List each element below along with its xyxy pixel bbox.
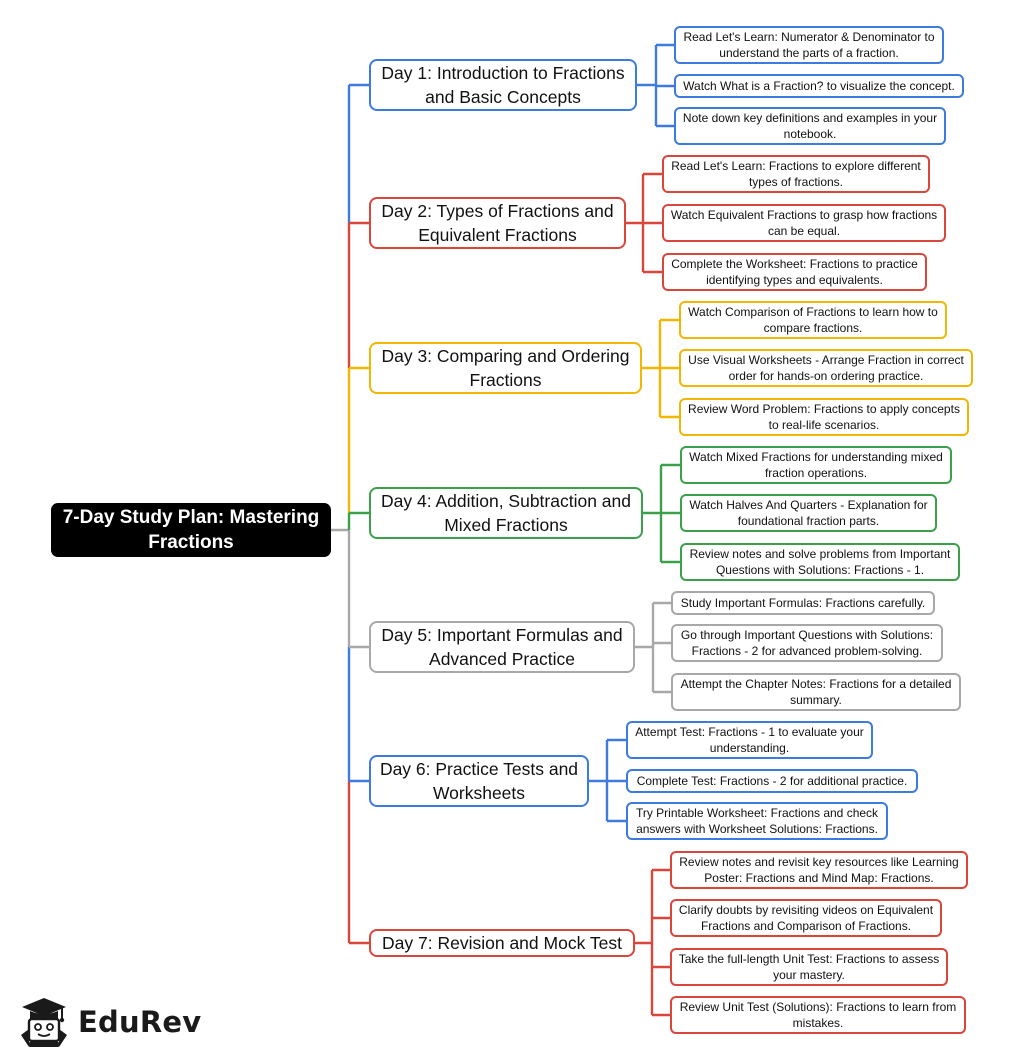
day-4-task-2: Watch Halves And Quarters - Explanation … bbox=[680, 494, 937, 532]
day-1-node: Day 1: Introduction to Fractions and Bas… bbox=[369, 59, 637, 111]
day-7-task-4: Review Unit Test (Solutions): Fractions … bbox=[670, 996, 966, 1034]
day-7-task-3: Take the full-length Unit Test: Fraction… bbox=[670, 948, 948, 986]
day-2-task-3: Complete the Worksheet: Fractions to pra… bbox=[662, 253, 927, 291]
day-5-title: Day 5: Important Formulas and Advanced P… bbox=[381, 625, 623, 669]
day-2-task-2: Watch Equivalent Fractions to grasp how … bbox=[662, 204, 946, 242]
day-1-task-3: Note down key definitions and examples i… bbox=[674, 107, 946, 145]
day-1-task-2: Watch What is a Fraction? to visualize t… bbox=[674, 74, 964, 98]
day-7-task-2: Clarify doubts by revisiting videos on E… bbox=[670, 899, 942, 937]
day-7-node: Day 7: Revision and Mock Test bbox=[369, 929, 635, 957]
day-1-title: Day 1: Introduction to Fractions and Bas… bbox=[381, 63, 625, 107]
root-title: 7-Day Study Plan: Mastering Fractions bbox=[62, 507, 320, 553]
day-3-task-1: Watch Comparison of Fractions to learn h… bbox=[679, 301, 947, 339]
day-5-task-1: Study Important Formulas: Fractions care… bbox=[671, 591, 935, 615]
day-4-task-3: Review notes and solve problems from Imp… bbox=[680, 543, 960, 581]
day-5-task-3: Attempt the Chapter Notes: Fractions for… bbox=[671, 673, 961, 711]
day-2-task-1: Read Let's Learn: Fractions to explore d… bbox=[662, 155, 930, 193]
day-3-node: Day 3: Comparing and Ordering Fractions bbox=[369, 342, 642, 394]
brand-logo: EduRev bbox=[18, 994, 201, 1050]
day-4-task-1: Watch Mixed Fractions for understanding … bbox=[680, 446, 952, 484]
day-7-title: Day 7: Revision and Mock Test bbox=[382, 933, 622, 953]
day-6-title: Day 6: Practice Tests and Worksheets bbox=[379, 759, 579, 803]
day-6-node: Day 6: Practice Tests and Worksheets bbox=[369, 755, 589, 807]
day-3-task-2: Use Visual Worksheets - Arrange Fraction… bbox=[679, 349, 973, 387]
day-7-task-1: Review notes and revisit key resources l… bbox=[670, 851, 968, 889]
day-6-task-2: Complete Test: Fractions - 2 for additio… bbox=[626, 769, 918, 793]
day-1-task-1: Read Let's Learn: Numerator & Denominato… bbox=[674, 26, 944, 64]
brand-name: EduRev bbox=[78, 1005, 202, 1039]
day-2-title: Day 2: Types of Fractions and Equivalent… bbox=[381, 201, 614, 245]
day-2-node: Day 2: Types of Fractions and Equivalent… bbox=[369, 197, 626, 249]
day-3-task-3: Review Word Problem: Fractions to apply … bbox=[679, 398, 969, 436]
day-6-task-3: Try Printable Worksheet: Fractions and c… bbox=[626, 802, 888, 840]
graduate-logo-icon bbox=[21, 998, 67, 1047]
day-6-task-1: Attempt Test: Fractions - 1 to evaluate … bbox=[626, 721, 873, 759]
root-node: 7-Day Study Plan: Mastering Fractions bbox=[51, 503, 331, 557]
day-5-task-2: Go through Important Questions with Solu… bbox=[671, 624, 943, 662]
day-3-title: Day 3: Comparing and Ordering Fractions bbox=[381, 346, 630, 390]
day-4-title: Day 4: Addition, Subtraction and Mixed F… bbox=[380, 491, 632, 535]
day-4-node: Day 4: Addition, Subtraction and Mixed F… bbox=[369, 487, 643, 539]
day-5-node: Day 5: Important Formulas and Advanced P… bbox=[369, 621, 635, 673]
